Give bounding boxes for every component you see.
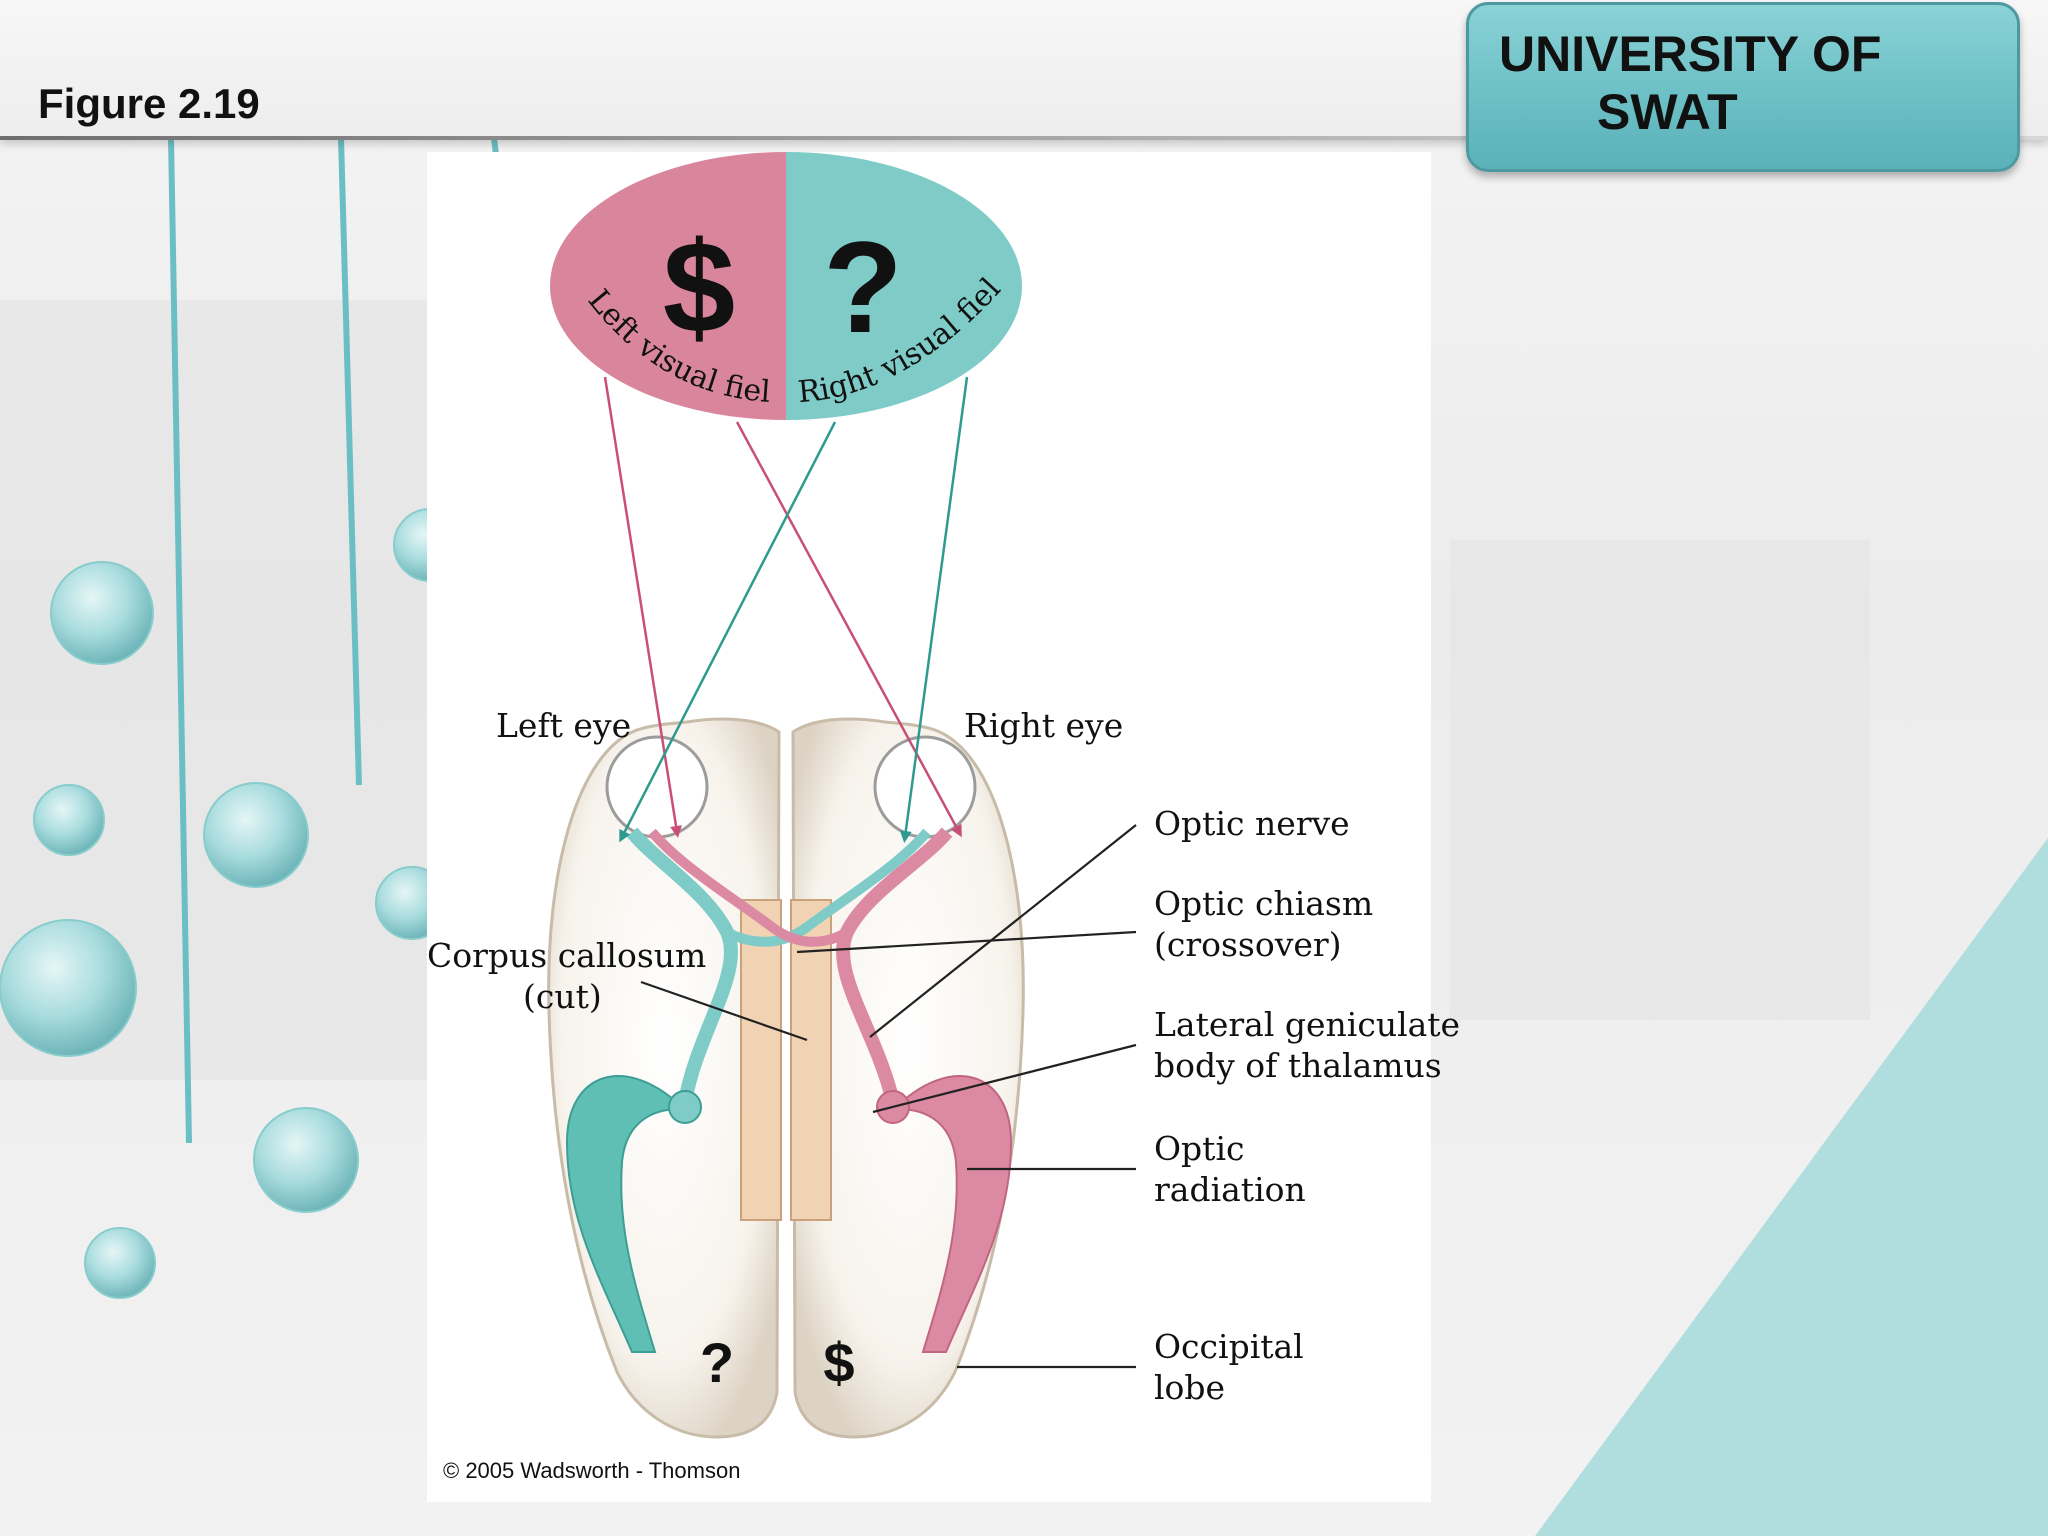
left-field-symbol: $ (663, 214, 735, 360)
arrow-right-to-right-eye (899, 376, 969, 843)
occipital-lobe-sublabel: lobe (1154, 1368, 1226, 1407)
corner-triangle (1535, 838, 2048, 1536)
bubble (84, 1227, 156, 1299)
occipital-lobe-label: Occipital (1154, 1327, 1304, 1366)
lgn-label: Lateral geniculate (1154, 1005, 1461, 1044)
left-optic-radiation (565, 1075, 688, 1353)
pink-pathway-crossing (648, 828, 850, 947)
left-eye (605, 735, 709, 839)
right-optic-radiation (890, 1075, 1013, 1353)
optic-chiasm-label: Optic chiasm (1154, 884, 1374, 923)
badge-line-1: UNIVERSITY OF (1499, 26, 1882, 82)
university-badge: UNIVERSITY OF SWAT (1466, 2, 2020, 172)
right-eye (873, 735, 977, 839)
corpus-callosum-sublabel: (cut) (523, 977, 602, 1016)
bubble (33, 784, 105, 856)
bubble (50, 561, 154, 665)
left-occipital-symbol: ? (700, 1331, 734, 1394)
header-divider (0, 136, 2048, 140)
arrow-left-to-right-eye (735, 421, 962, 838)
left-lgn (668, 1090, 702, 1124)
corpus-callosum-label: Corpus callosum (427, 936, 707, 975)
teal-pathway-crossing (724, 828, 931, 947)
visual-field-ellipse (550, 152, 1022, 420)
figure-label: Figure 2.19 (38, 80, 260, 127)
bubble (0, 919, 137, 1057)
copyright-notice: © 2005 Wadsworth - Thomson (443, 1458, 741, 1483)
corpus-callosum (740, 899, 832, 1221)
badge-line-2: SWAT (1597, 84, 1738, 140)
arrow-left-to-left-eye (603, 376, 682, 838)
optic-nerve-label: Optic nerve (1154, 804, 1350, 843)
optic-radiation-sublabel: radiation (1154, 1170, 1306, 1209)
bubble (203, 782, 309, 888)
lgn-sublabel: body of thalamus (1154, 1046, 1442, 1085)
optic-chiasm-sublabel: (crossover) (1154, 925, 1342, 964)
right-field-symbol: ? (823, 214, 902, 360)
left-eye-label: Left eye (496, 706, 632, 745)
arrow-right-to-left-eye (619, 421, 837, 843)
bubble (253, 1107, 359, 1213)
label-leader-lines (640, 824, 1137, 1369)
decor-line-1 (168, 137, 192, 1144)
visual-pathway-diagram: $ ? Left visual field Right visual field (427, 152, 1137, 1439)
right-eye-label: Right eye (964, 706, 1124, 745)
right-occipital-symbol: $ (823, 1331, 854, 1394)
optic-radiation-label: Optic (1154, 1129, 1245, 1168)
figure-panel: $ ? Left visual field Right visual field (427, 152, 1460, 1502)
decor-line-2 (338, 137, 362, 786)
